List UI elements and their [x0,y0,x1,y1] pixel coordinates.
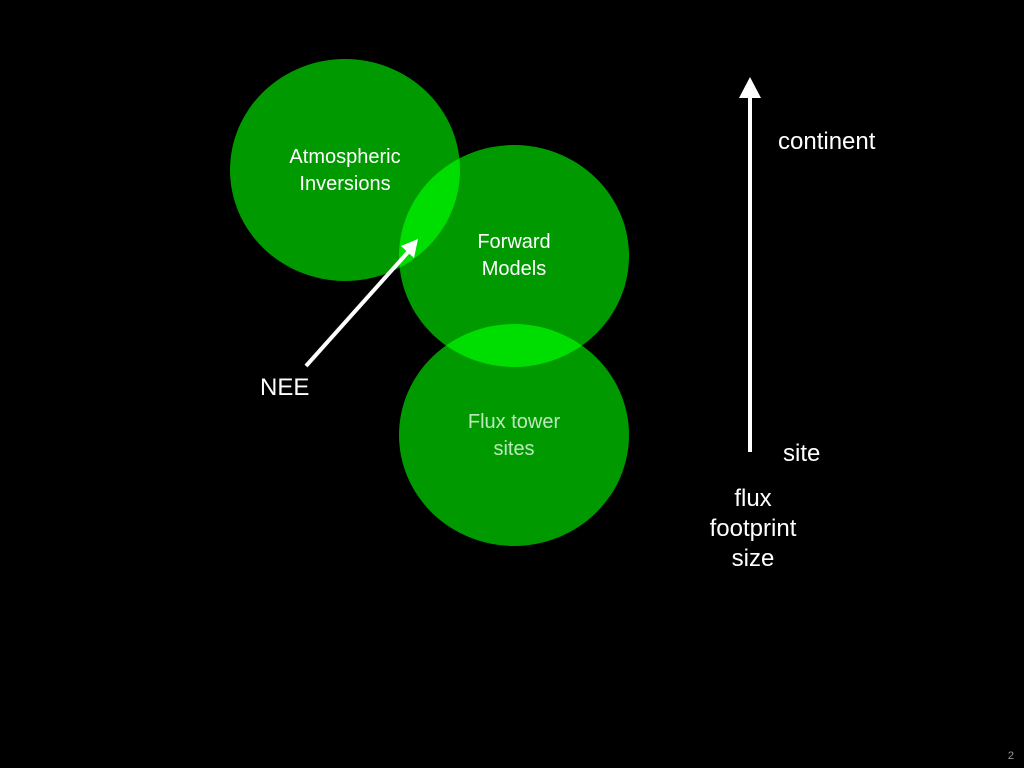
continent-label: continent [778,128,876,155]
label-flux-tower-sites: Flux tower sites [424,409,604,463]
nee-label: NEE [260,374,310,401]
axis-caption-line2: footprint [709,515,797,542]
circle-forward-models [399,145,629,367]
label-flux-line2: sites [493,438,535,460]
circle-atmospheric-inversions [230,59,460,281]
page-number: 2 [1007,750,1014,762]
label-atmospheric-line2: Inversions [299,173,391,195]
label-forward-models: Forward Models [424,229,604,283]
nee-arrow-shaft [304,249,411,368]
label-flux-line1: Flux tower [467,411,561,433]
axis-caption-line3: size [731,545,775,572]
circle-flux-tower-sites [399,324,629,546]
label-atmospheric-line1: Atmospheric [289,146,401,168]
scale-arrow-head [739,77,761,98]
label-atmospheric-inversions: Atmospheric Inversions [255,144,435,198]
label-forward-line1: Forward [477,231,551,253]
nee-arrow-head [401,239,418,258]
axis-caption-line1: flux [734,485,772,512]
label-forward-line2: Models [481,258,547,280]
axis-caption: flux footprint size [693,484,813,574]
site-label: site [783,440,821,467]
